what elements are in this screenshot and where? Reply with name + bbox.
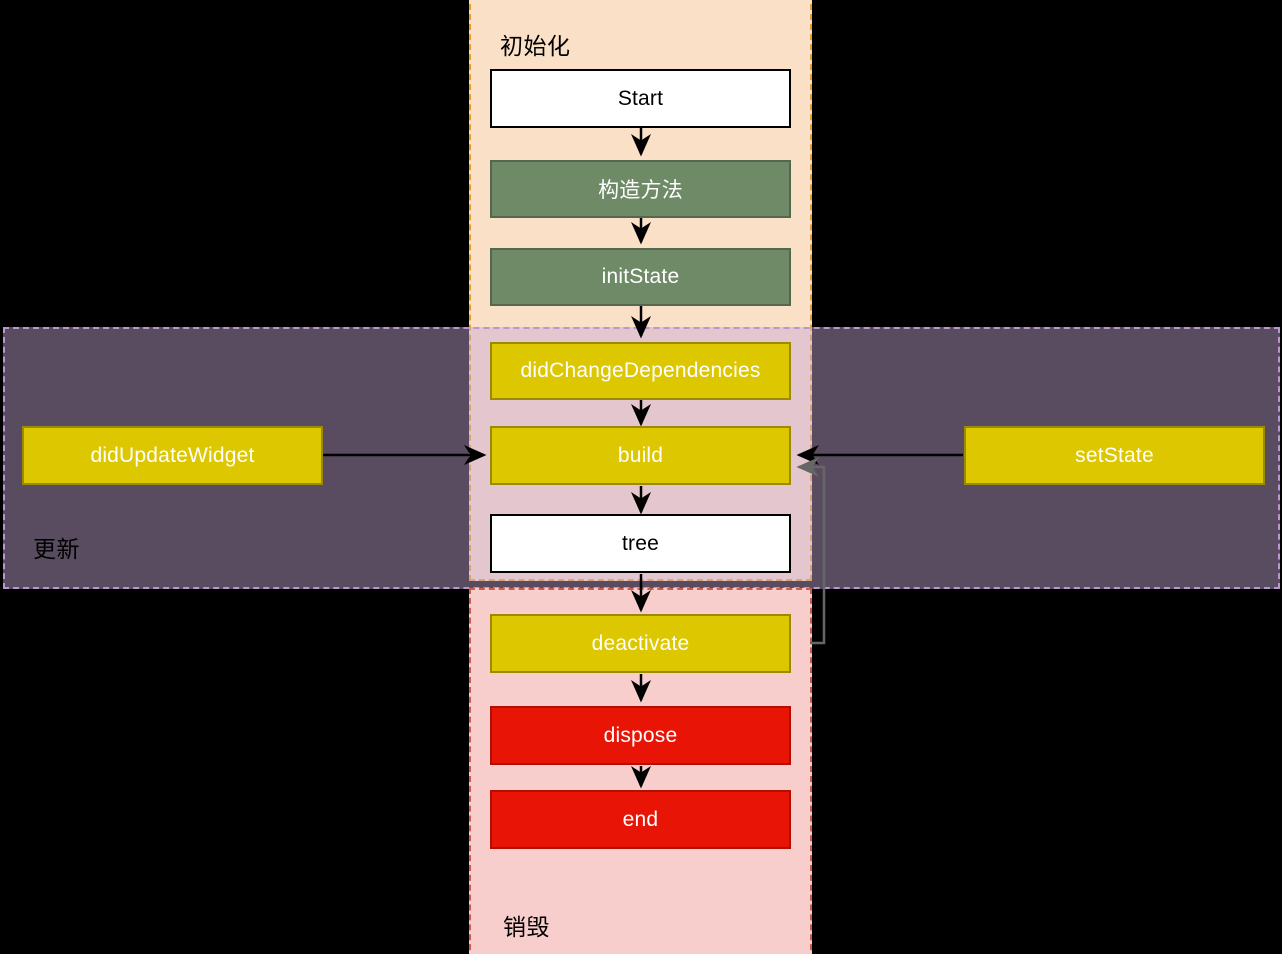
node-start[interactable]: Start [490, 69, 791, 128]
node-dispose[interactable]: dispose [490, 706, 791, 765]
node-initstate-label: initState [601, 265, 680, 288]
node-end-label: end [622, 807, 659, 831]
node-deactivate[interactable]: deactivate [490, 614, 791, 673]
node-setstate[interactable]: setState [964, 426, 1265, 485]
node-didupdatewidget[interactable]: didUpdateWidget [22, 426, 323, 485]
group-label-update: 更新 [33, 536, 80, 562]
node-initstate[interactable]: initState [490, 248, 791, 306]
node-dispose-label: dispose [603, 723, 678, 747]
node-build-label: build [617, 443, 664, 467]
node-constructor-label: 构造方法 [598, 179, 683, 202]
node-tree[interactable]: tree [490, 514, 791, 573]
node-didchangedependencies-label: didChangeDependencies [520, 359, 761, 382]
node-tree-label: tree [622, 531, 659, 555]
node-constructor[interactable]: 构造方法 [490, 160, 791, 218]
group-label-destroy: 销毁 [503, 914, 550, 940]
node-setstate-label: setState [1075, 443, 1154, 467]
node-didchangedependencies[interactable]: didChangeDependencies [490, 342, 791, 400]
node-build[interactable]: build [490, 426, 791, 485]
node-end[interactable]: end [490, 790, 791, 849]
node-didupdatewidget-label: didUpdateWidget [90, 443, 255, 467]
node-deactivate-label: deactivate [591, 631, 690, 655]
node-start-label: Start [617, 86, 664, 110]
group-label-initialization: 初始化 [500, 33, 571, 59]
